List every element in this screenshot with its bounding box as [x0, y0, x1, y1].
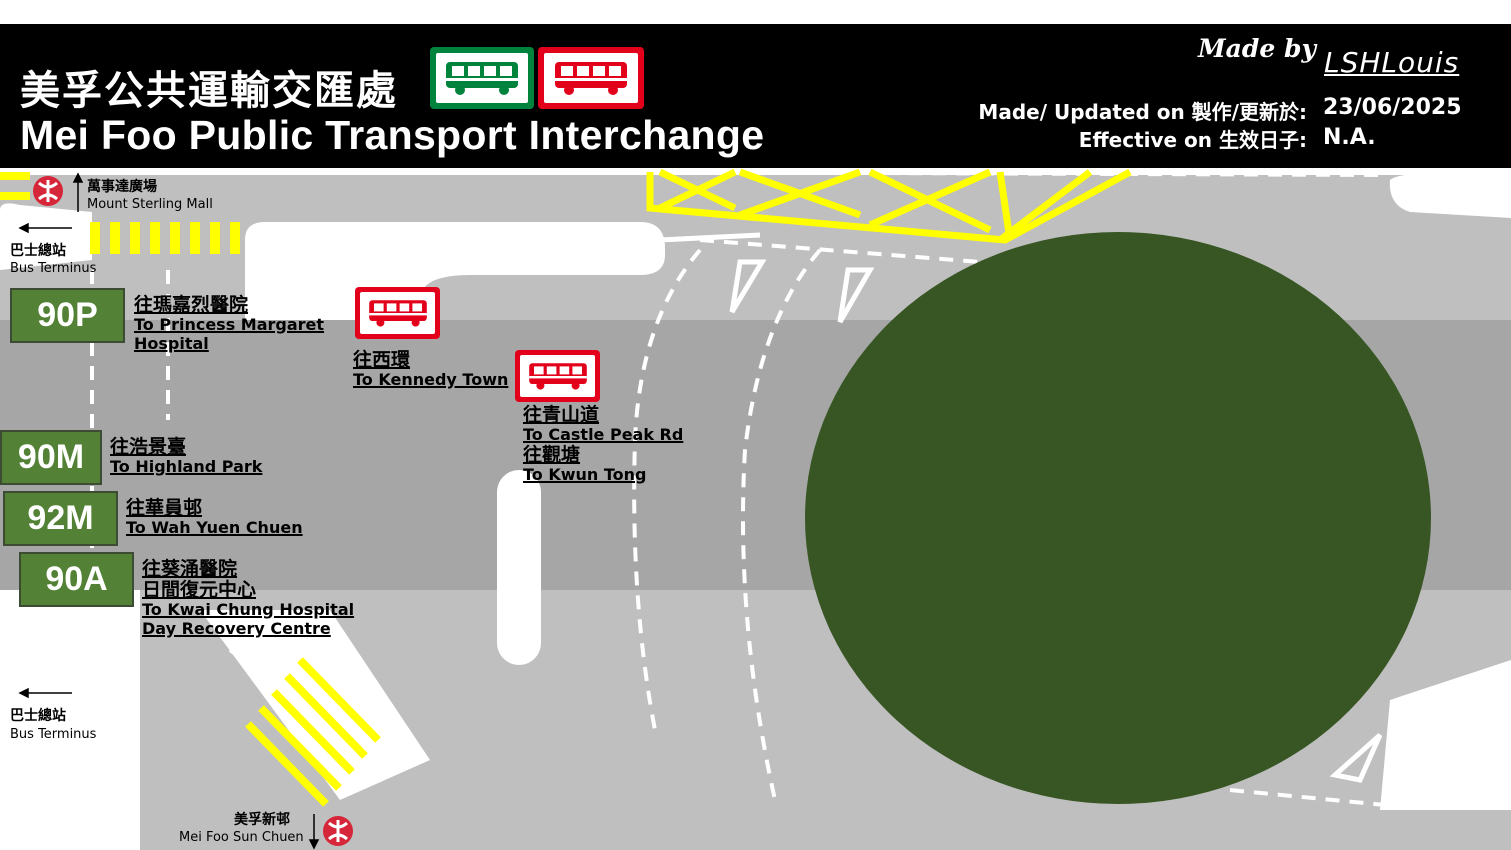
- route-box-92m: 92M: [3, 491, 118, 546]
- footpath-left: [0, 203, 92, 270]
- made-by-label: Made by: [1198, 34, 1316, 63]
- traffic-island-right: [1389, 170, 1511, 218]
- dest-en: To Highland Park: [110, 457, 263, 476]
- traffic-island-bottom-right: [1380, 660, 1511, 810]
- mtr-logo-icon: [323, 816, 353, 846]
- dest-zh: 往葵涌醫院: [142, 558, 238, 580]
- zebra-crossing-top: [0, 172, 240, 254]
- dest-zh: 往瑪嘉烈醫院: [134, 294, 249, 316]
- mall-label-en: Mount Sterling Mall: [87, 197, 213, 212]
- minibus-icon: [446, 62, 518, 95]
- green-minibus-badge: [430, 47, 534, 109]
- route-90p-destination: 往瑪嘉烈醫院 To Princess Margaret Hospital: [134, 296, 324, 355]
- mall-label-zh: 萬事達廣場: [87, 179, 157, 195]
- dest-en: To Wah Yuen Chuen: [126, 518, 303, 537]
- lane-marking-short: [228, 648, 252, 667]
- terminus-label-zh: 巴士總站: [10, 243, 66, 259]
- dest-en: To Castle Peak Rd: [523, 425, 684, 444]
- effective-label: Effective on 生效日子:: [1078, 128, 1307, 152]
- bus-bay-island: [497, 470, 541, 665]
- dest-zh: 往觀塘: [523, 444, 581, 466]
- yellow-box-junction: [646, 168, 1132, 244]
- dest-en: To Kwun Tong: [523, 465, 647, 484]
- header-bar: 美孚公共運輸交匯處 Mei Foo Public Transport Inter…: [0, 24, 1511, 168]
- terminus-label-en: Bus Terminus: [10, 727, 97, 742]
- page-title-en: Mei Foo Public Transport Interchange: [20, 112, 765, 158]
- dest-zh: 往青山道: [523, 404, 600, 426]
- author-signature: LSHLouis: [1324, 46, 1460, 79]
- exit-road: [300, 760, 1511, 850]
- route-90m-destination: 往浩景臺 To Highland Park: [110, 438, 262, 478]
- mtr-logo-icon: [33, 176, 63, 206]
- traffic-island-top: [245, 222, 665, 320]
- minibus-icon: [368, 300, 427, 327]
- route-box-90p: 90P: [10, 288, 125, 343]
- dest-en: Hospital: [134, 334, 209, 353]
- minibus-icon: [528, 363, 587, 390]
- terminus-label-en: Bus Terminus: [10, 261, 97, 276]
- red-minibus-stop-sign: [515, 350, 600, 402]
- dest-en: To Princess Margaret: [134, 315, 325, 334]
- route-box-90a: 90A: [19, 552, 134, 607]
- give-way-triangles: [659, 232, 1383, 783]
- red-stop-1-destination: 往西環 To Kennedy Town: [353, 351, 508, 391]
- terminus-label-zh: 巴士總站: [10, 708, 66, 724]
- route-90a-destination: 往葵涌醫院 日間復元中心 To Kwai Chung Hospital Day …: [142, 560, 354, 640]
- red-stop-2-destination: 往青山道 To Castle Peak Rd 往觀塘 To Kwun Tong: [523, 406, 683, 486]
- updated-value: 23/06/2025: [1323, 95, 1462, 120]
- dest-zh: 往浩景臺: [110, 436, 187, 458]
- zebra-crossing-bottom: [245, 657, 381, 807]
- dest-zh: 往華員邨: [126, 497, 203, 519]
- dest-zh: 日間復元中心: [142, 579, 257, 601]
- minibus-icon: [555, 62, 627, 95]
- arrow-icon: [18, 172, 320, 850]
- red-minibus-badge: [538, 47, 644, 109]
- footpath-bottom-left: [0, 590, 140, 850]
- dest-zh: 往西環: [353, 349, 411, 371]
- effective-value: N.A.: [1323, 125, 1376, 150]
- dest-en: To Kennedy Town: [353, 370, 509, 389]
- roundabout: [805, 232, 1431, 804]
- dest-en: Day Recovery Centre: [142, 619, 331, 638]
- dest-en: To Kwai Chung Hospital: [142, 600, 355, 619]
- updated-label: Made/ Updated on 製作/更新於:: [978, 100, 1307, 124]
- meifoo-label-zh: 美孚新邨: [234, 812, 290, 828]
- page-title-zh: 美孚公共運輸交匯處: [20, 68, 398, 114]
- route-92m-destination: 往華員邨 To Wah Yuen Chuen: [126, 499, 303, 539]
- red-minibus-stop-sign: [355, 287, 440, 339]
- meifoo-label-en: Mei Foo Sun Chuen: [179, 830, 304, 845]
- route-box-90m: 90M: [0, 430, 102, 485]
